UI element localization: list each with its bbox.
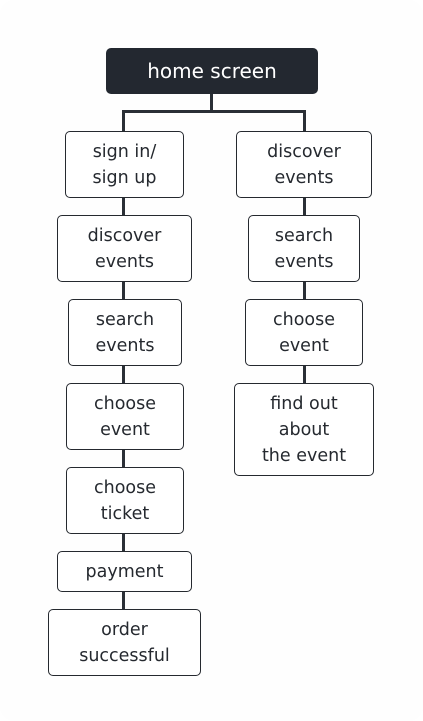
connector-root-left xyxy=(122,110,125,132)
connector-right-2-3 xyxy=(303,281,306,300)
connector-right-1-2 xyxy=(303,197,306,216)
connector-left-3-4 xyxy=(122,365,125,384)
connector-left-4-5 xyxy=(122,449,125,468)
node-search-events-right: search events xyxy=(248,215,360,282)
connector-root-right xyxy=(303,110,306,132)
node-discover-events-left: discover events xyxy=(57,215,192,282)
connector-root-stem xyxy=(210,94,213,112)
connector-right-3-4 xyxy=(303,365,306,384)
node-order-successful: order successful xyxy=(48,609,201,676)
node-payment: payment xyxy=(57,551,192,592)
node-search-events-left: search events xyxy=(68,299,182,366)
node-find-out-about-the-event: find out about the event xyxy=(234,383,374,476)
connector-left-2-3 xyxy=(122,281,125,300)
node-discover-events-right: discover events xyxy=(236,131,372,198)
connector-root-bar xyxy=(122,110,306,113)
node-sign-in-sign-up: sign in/ sign up xyxy=(65,131,184,198)
node-home-screen: home screen xyxy=(106,48,318,94)
connector-left-1-2 xyxy=(122,197,125,216)
node-choose-event-left: choose event xyxy=(66,383,184,450)
connector-left-6-7 xyxy=(122,591,125,610)
node-choose-event-right: choose event xyxy=(245,299,363,366)
node-choose-ticket: choose ticket xyxy=(66,467,184,534)
connector-left-5-6 xyxy=(122,533,125,552)
